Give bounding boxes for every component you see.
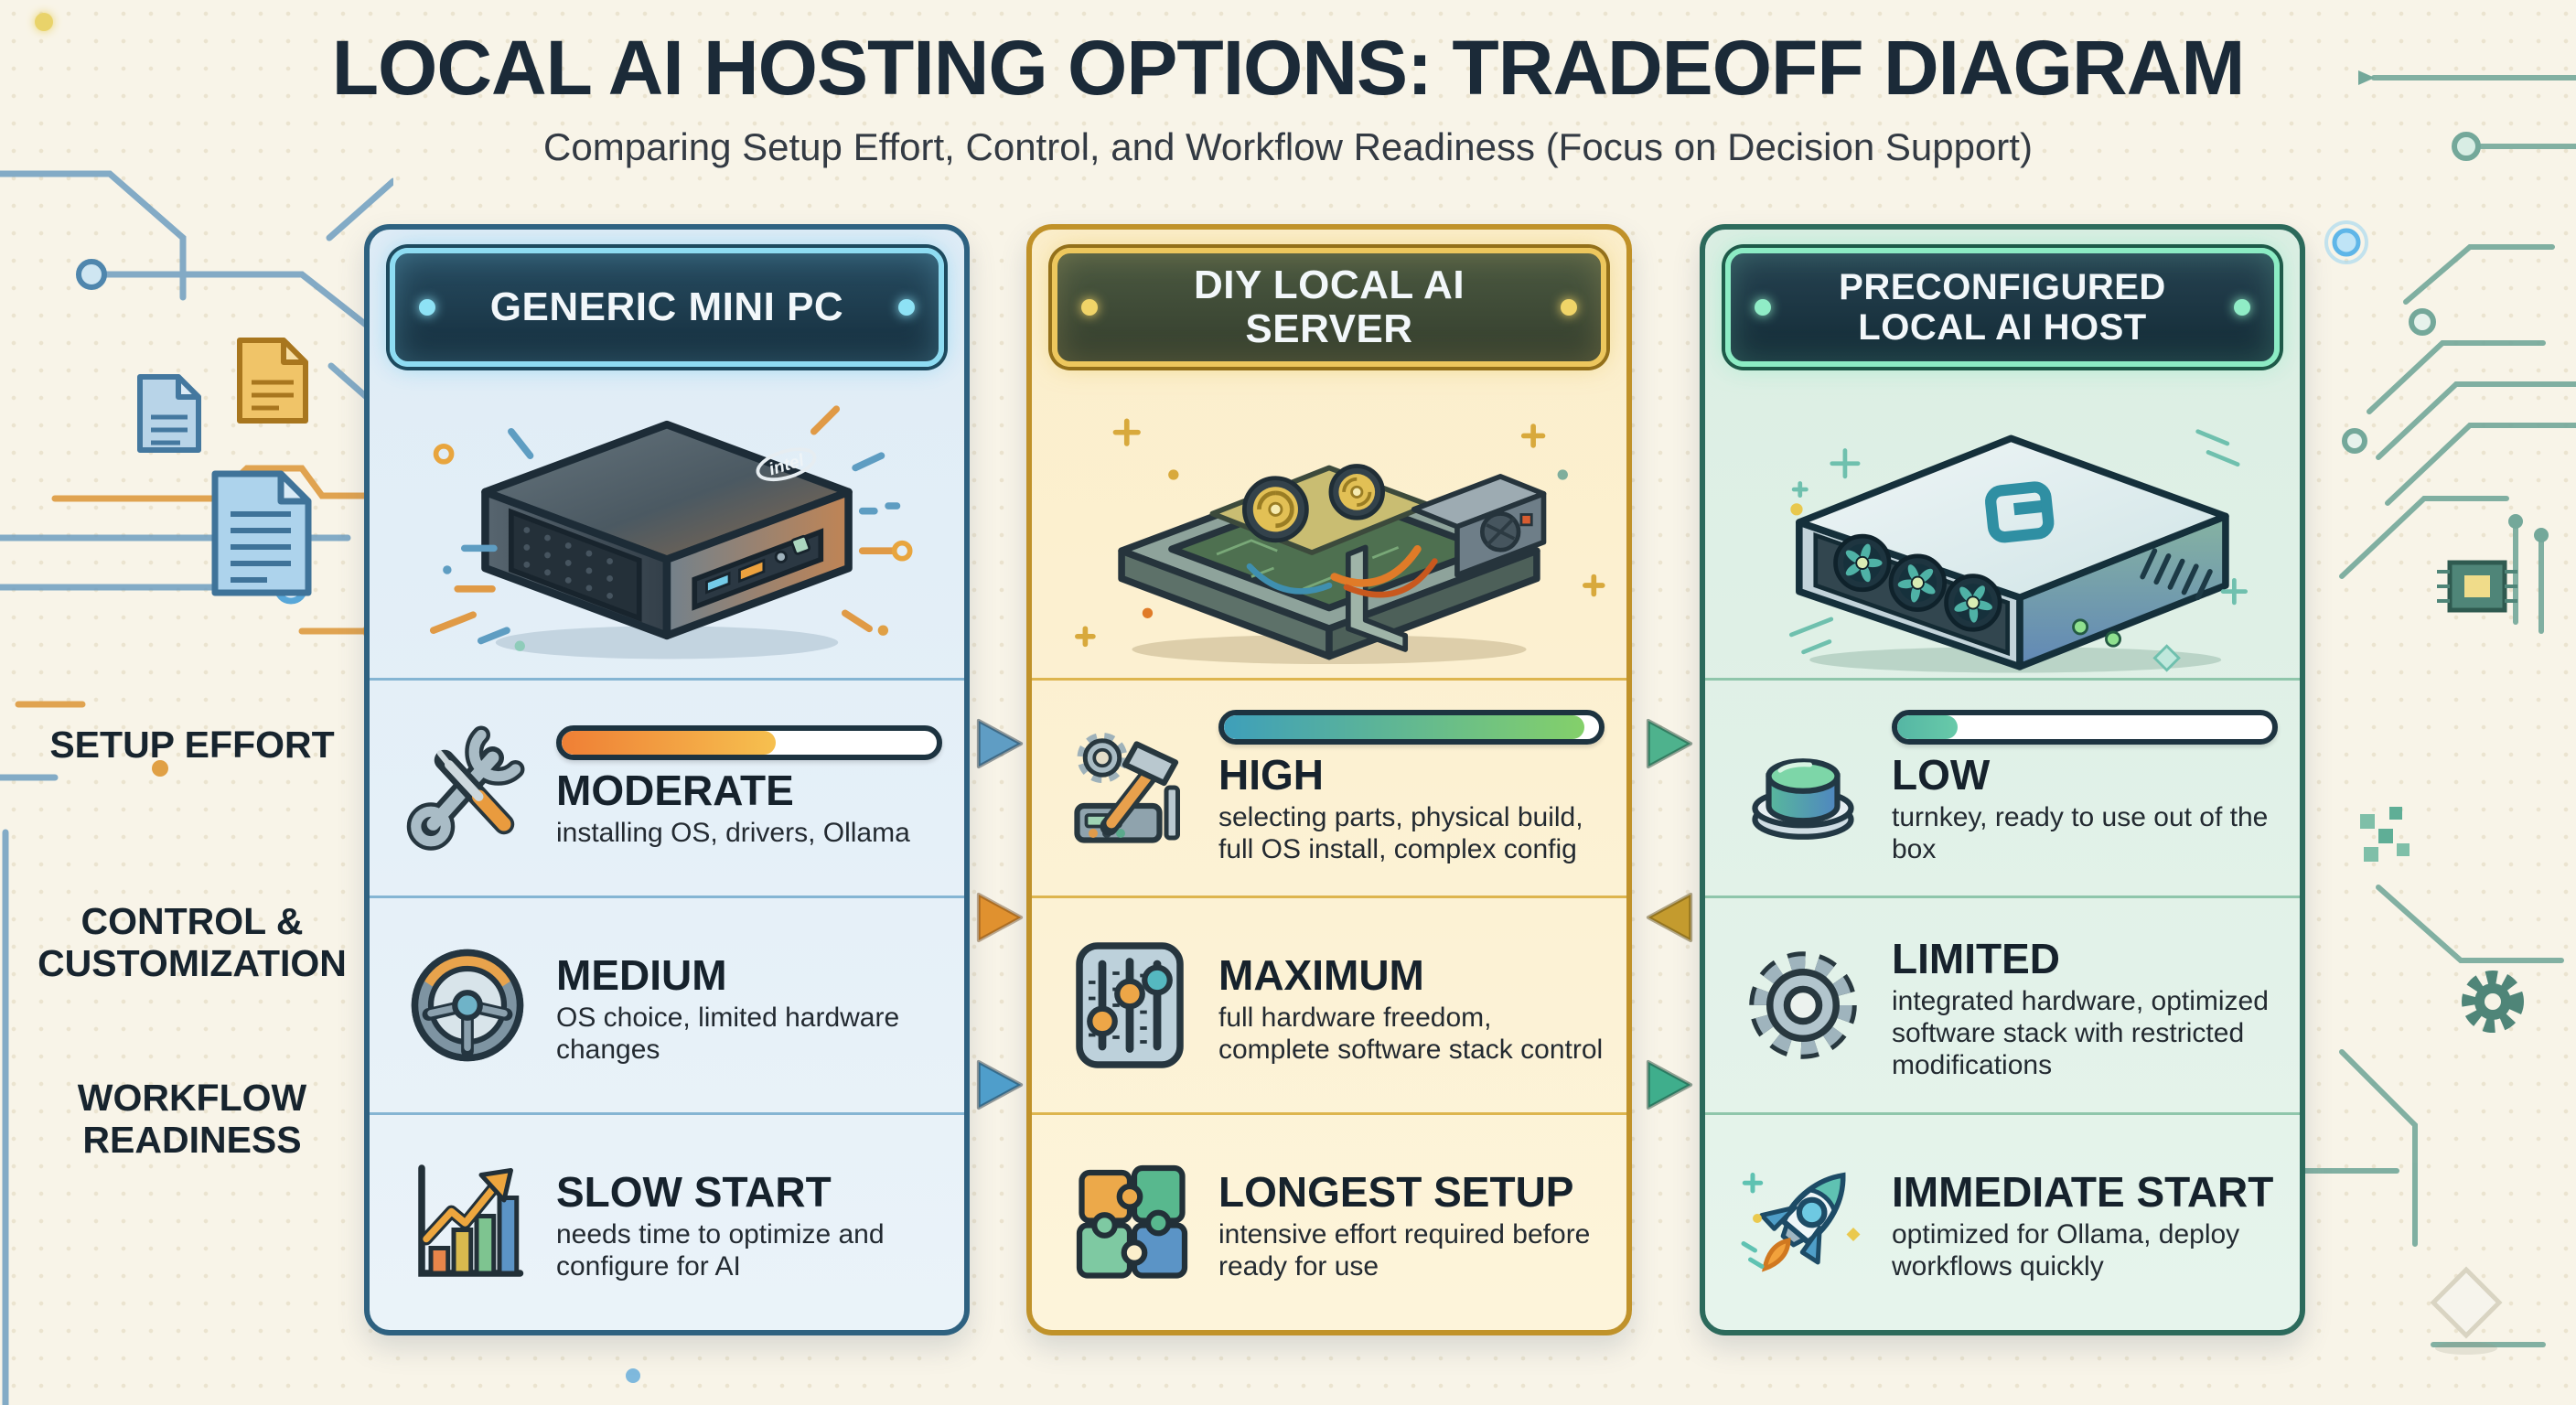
device-illustration-area: intel	[370, 367, 964, 678]
workflow-level: IMMEDIATE START	[1892, 1168, 2274, 1217]
progress-fill	[562, 731, 776, 756]
column-diy-local-ai-server: DIY LOCAL AI SERVER	[1026, 224, 1632, 1335]
document-icon	[237, 338, 308, 424]
circuit-decoration-left	[0, 170, 393, 1405]
header-dot-icon	[419, 299, 435, 316]
workflow-readiness-cell: IMMEDIATE START optimized for Ollama, de…	[1705, 1112, 2300, 1330]
wrench-screwdriver-icon	[399, 719, 536, 856]
column-generic-mini-pc: GENERIC MINI PC	[364, 224, 970, 1335]
puzzle-icon	[1061, 1154, 1198, 1292]
arrow-setup-col1-to-col2	[976, 718, 1024, 769]
document-icon	[137, 374, 201, 453]
steering-wheel-icon	[399, 937, 536, 1074]
bottom-dot-decoration	[626, 1368, 640, 1383]
ai-host-illustration	[1788, 429, 2249, 673]
column-header-generic-mini-pc: GENERIC MINI PC	[390, 248, 944, 367]
gear-decoration	[2462, 971, 2524, 1033]
arrow-setup-col2-to-col3	[1646, 718, 1693, 769]
row-label-setup-effort: SETUP EFFORT	[49, 724, 335, 766]
host-logo	[1985, 481, 2055, 543]
device-illustration-area	[1032, 367, 1626, 678]
push-button-icon	[1734, 719, 1872, 856]
column-header-label: GENERIC MINI PC	[489, 284, 844, 329]
setup-effort-level: MODERATE	[556, 767, 794, 815]
page-title: LOCAL AI HOSTING OPTIONS: TRADEOFF DIAGR…	[331, 25, 2246, 111]
control-description: OS choice, limited hardware changes	[556, 1002, 900, 1065]
gpu-fan-icon	[1328, 464, 1385, 520]
setup-effort-cell: HIGH selecting parts, physical build, fu…	[1032, 678, 1626, 896]
control-level: MEDIUM	[556, 950, 727, 999]
setup-effort-progress-bar	[1218, 710, 1605, 745]
setup-effort-cell: LOW turnkey, ready to use out of the box	[1705, 678, 2300, 896]
pixel-cluster-decoration	[2360, 807, 2410, 862]
control-customization-cell: MEDIUM OS choice, limited hardware chang…	[370, 895, 964, 1113]
workflow-readiness-cell: LONGEST SETUP intensive effort required …	[1032, 1112, 1626, 1330]
workflow-level: SLOW START	[556, 1168, 832, 1217]
workflow-level: LONGEST SETUP	[1218, 1168, 1574, 1217]
diamond-decoration	[2430, 1266, 2503, 1355]
control-level: MAXIMUM	[1218, 950, 1424, 999]
rocket-icon	[1734, 1154, 1872, 1292]
setup-effort-level: LOW	[1892, 751, 1991, 799]
sliders-icon	[1061, 937, 1198, 1074]
hammer-build-icon	[1061, 719, 1198, 856]
fan-icon	[1944, 574, 2002, 632]
workflow-description: needs time to optimize and configure for…	[556, 1219, 885, 1282]
header-dot-icon	[1081, 299, 1098, 316]
psu-illustration	[1411, 474, 1547, 578]
column-header-label: PRECONFIGURED LOCAL AI HOST	[1839, 267, 2166, 348]
arrow-workflow-col1-to-col2	[976, 1059, 1024, 1110]
row-label-workflow-readiness: WORKFLOW READINESS	[77, 1077, 307, 1161]
workflow-readiness-cell: SLOW START needs time to optimize and co…	[370, 1112, 964, 1330]
setup-effort-progress-bar	[1892, 710, 2278, 745]
row-label-control-customization: CONTROL & CUSTOMIZATION	[38, 900, 347, 984]
mini-pc-illustration: intel	[429, 405, 913, 660]
gear-icon	[1734, 937, 1872, 1074]
setup-effort-progress-bar	[556, 725, 942, 761]
setup-effort-description: selecting parts, physical build, full OS…	[1218, 802, 1583, 864]
workflow-description: optimized for Ollama, deploy workflows q…	[1892, 1219, 2240, 1282]
setup-effort-cell: MODERATE installing OS, drivers, Ollama	[370, 678, 964, 896]
setup-effort-description: installing OS, drivers, Ollama	[556, 818, 910, 849]
arrow-workflow-col2-to-col3	[1646, 1059, 1693, 1110]
circuit-decoration-right	[2287, 70, 2576, 1355]
column-preconfigured-local-ai-host: PRECONFIGURED LOCAL AI HOST	[1700, 224, 2305, 1335]
control-description: integrated hardware, optimized software …	[1892, 986, 2269, 1080]
arrow-control-col3-to-col2	[1646, 892, 1693, 943]
header: LOCAL AI HOSTING OPTIONS: TRADEOFF DIAGR…	[0, 24, 2576, 169]
control-level: LIMITED	[1892, 935, 2060, 983]
page-subtitle: Comparing Setup Effort, Control, and Wor…	[543, 125, 2033, 168]
progress-fill	[1224, 715, 1584, 740]
workflow-description: intensive effort required before ready f…	[1218, 1219, 1591, 1282]
column-header-label: DIY LOCAL AI SERVER	[1193, 262, 1465, 351]
header-dot-icon	[1561, 299, 1577, 316]
gpu-fan-icon	[1241, 476, 1309, 543]
diy-server-illustration	[1075, 418, 1605, 665]
arrow-control-col1-to-col2	[976, 892, 1024, 943]
column-header-diy-local-ai-server: DIY LOCAL AI SERVER	[1052, 248, 1606, 367]
header-dot-icon	[898, 299, 915, 316]
control-customization-cell: LIMITED integrated hardware, optimized s…	[1705, 895, 2300, 1113]
control-customization-cell: MAXIMUM full hardware freedom, complete …	[1032, 895, 1626, 1113]
setup-effort-level: HIGH	[1218, 751, 1324, 799]
chip-icon	[2437, 560, 2517, 613]
header-dot-icon	[2234, 299, 2250, 316]
fan-icon	[1888, 553, 1948, 612]
bar-chart-growth-icon	[399, 1154, 536, 1292]
fan-icon	[1833, 533, 1892, 593]
control-description: full hardware freedom, complete software…	[1218, 1002, 1604, 1065]
header-dot-icon	[1755, 299, 1771, 316]
progress-fill	[1897, 715, 1958, 740]
device-illustration-area	[1705, 367, 2300, 678]
setup-effort-description: turnkey, ready to use out of the box	[1892, 802, 2269, 864]
column-header-preconfigured-local-ai-host: PRECONFIGURED LOCAL AI HOST	[1725, 248, 2280, 367]
corner-dot-decoration	[35, 13, 53, 31]
document-icon	[211, 470, 312, 596]
